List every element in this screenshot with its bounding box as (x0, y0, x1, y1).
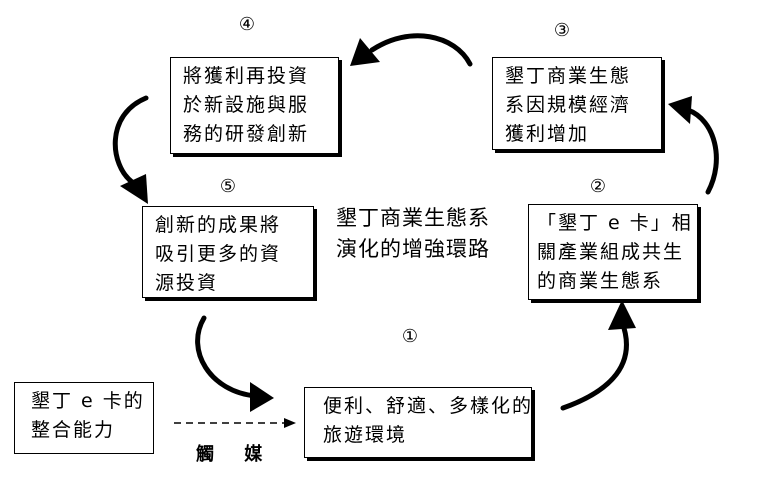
step2-line-2: 關產業組成共生 (537, 241, 685, 263)
arrowhead-step3-to-step4 (350, 38, 380, 66)
step-number-3: ③ (553, 20, 571, 41)
step2-line-1: 「墾丁 e 卡」相 (537, 212, 693, 234)
step5-line-3: 源投資 (155, 272, 219, 294)
step4-box: 將獲利再投資 於新設施與服 務的研發創新 (170, 57, 339, 154)
arrow-step1-to-step2 (560, 319, 629, 411)
arrowhead-step4-to-step5 (120, 174, 148, 204)
center-title: 墾丁商業生態系 演化的增強環路 (336, 203, 490, 265)
step-number-4: ④ (238, 14, 256, 35)
source-line-1: 墾丁 e 卡的 (31, 390, 145, 412)
step-number-5: ⑤ (219, 176, 237, 197)
source-box: 墾丁 e 卡的 整合能力 (14, 382, 154, 454)
step5-box: 創新的成果將 吸引更多的資 源投資 (142, 206, 314, 298)
arrow-step5-to-step1 (195, 315, 259, 399)
center-title-line-1: 墾丁商業生態系 (336, 206, 490, 230)
step3-box: 墾丁商業生態 系因規模經濟 獲利增加 (492, 57, 662, 150)
arrow-step3-to-step4 (369, 33, 473, 67)
step1-box: 便利、舒適、多樣化的 旅遊環境 (304, 387, 532, 458)
step5-line-1: 創新的成果將 (155, 214, 282, 236)
step2-box: 「墾丁 e 卡」相 關產業組成共生 的商業生態系 (528, 204, 698, 300)
source-line-2: 整合能力 (31, 419, 116, 441)
step1-line-1: 便利、舒適、多樣化的 (323, 395, 534, 417)
step4-line-3: 務的研發創新 (183, 123, 310, 145)
step-number-2: ② (589, 176, 607, 197)
step3-line-2: 系因規模經濟 (505, 94, 632, 116)
step4-line-2: 於新設施與服 (183, 94, 310, 116)
arrowhead-step5-to-step1 (250, 382, 274, 412)
step-number-1: ① (401, 326, 419, 347)
step3-line-1: 墾丁商業生態 (505, 65, 632, 87)
arrow-step2-to-step3 (685, 107, 719, 195)
step3-line-3: 獲利增加 (505, 123, 590, 145)
center-title-line-2: 演化的增強環路 (336, 237, 490, 261)
catalyst-label: 觸 媒 (196, 444, 275, 465)
catalyst-arrowhead (284, 418, 296, 428)
step1-line-2: 旅遊環境 (323, 424, 408, 446)
arrow-step4-to-step5 (112, 95, 149, 185)
arrowhead-step2-to-step3 (668, 96, 692, 124)
step2-line-3: 的商業生態系 (537, 270, 664, 292)
step4-line-1: 將獲利再投資 (183, 65, 310, 87)
step5-line-2: 吸引更多的資 (155, 243, 282, 265)
arrowhead-step1-to-step2 (608, 300, 636, 330)
